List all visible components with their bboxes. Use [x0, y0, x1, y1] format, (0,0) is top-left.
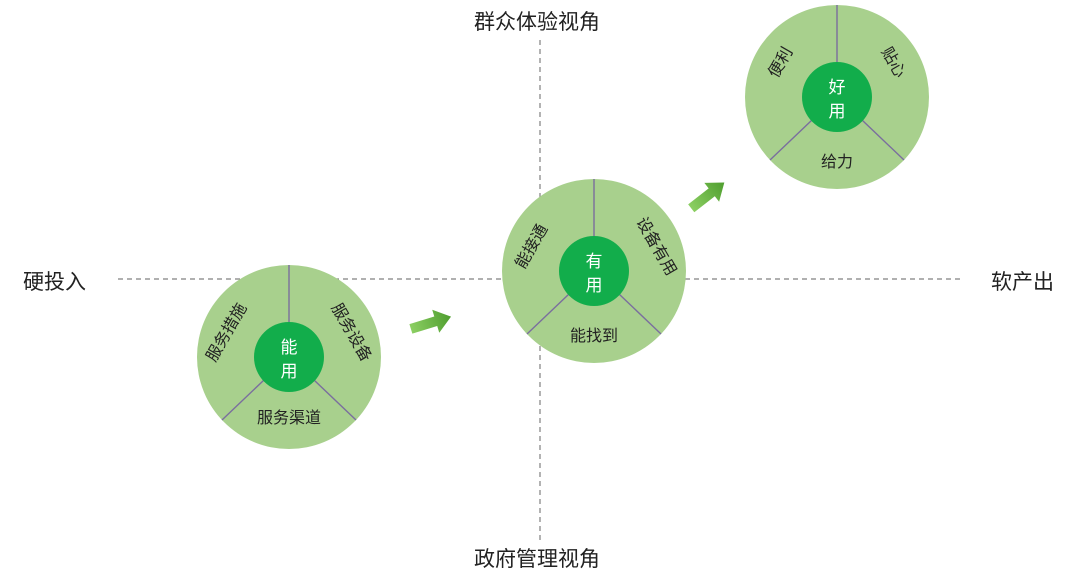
ring-divider [221, 379, 265, 421]
center-circle [559, 236, 629, 306]
center-circle [254, 322, 324, 392]
ring-divider [861, 119, 905, 161]
center-label-line1: 能 [281, 338, 298, 358]
stage-circle-hao-yong: 好 用 便利 贴心 给力 [745, 5, 929, 189]
center-label-line2: 用 [281, 362, 298, 382]
axis-label-top: 群众体验视角 [474, 10, 600, 34]
center-label-line1: 好 [829, 78, 846, 98]
axis-label-bottom: 政府管理视角 [474, 547, 600, 571]
arrow-icon [688, 182, 725, 213]
stage-circle-neng-yong: 能 用 服务措施 服务设备 服务渠道 [197, 265, 381, 449]
stage-circle-you-yong: 有 用 能接通 设备有用 能找到 [502, 179, 686, 363]
center-label-line2: 用 [586, 276, 603, 296]
arrow-icon [409, 309, 452, 334]
segment-label-bottom: 服务渠道 [257, 408, 321, 427]
axis-label-right: 软产出 [991, 270, 1054, 294]
ring-divider [769, 119, 813, 161]
segment-label-bottom: 能找到 [570, 326, 618, 345]
center-label-line1: 有 [586, 252, 603, 272]
ring-divider [313, 379, 357, 421]
center-label-line2: 用 [829, 102, 846, 122]
ring-divider [526, 293, 570, 335]
segment-label-bottom: 给力 [821, 152, 853, 171]
ring-divider [618, 293, 662, 335]
center-circle [802, 62, 872, 132]
axis-label-left: 硬投入 [23, 270, 86, 294]
